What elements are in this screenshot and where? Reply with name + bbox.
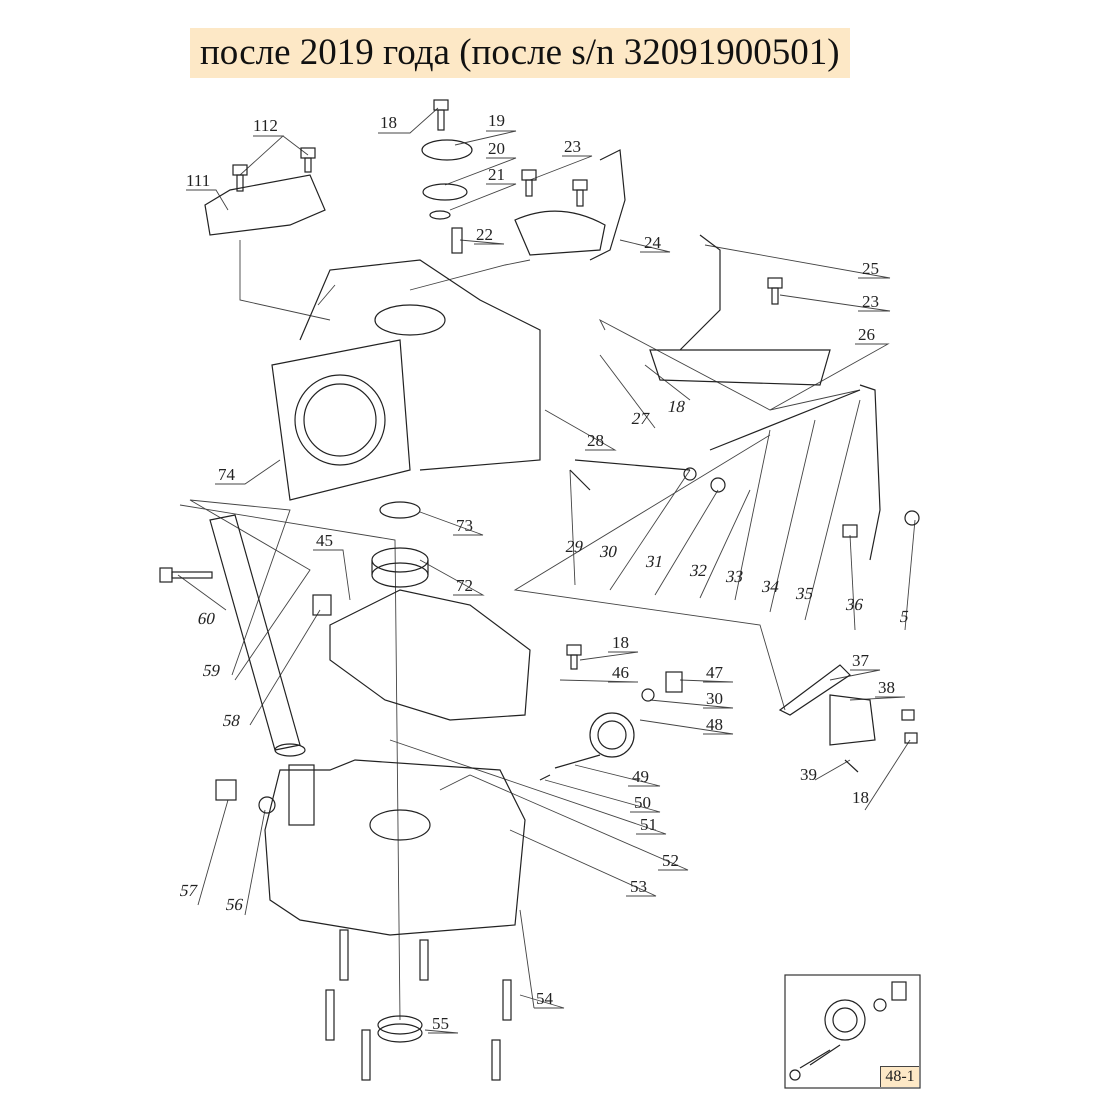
- part-label-53: 53: [630, 877, 647, 896]
- part-label-19: 19: [488, 111, 505, 130]
- part-label-73: 73: [456, 516, 473, 535]
- part-label-49: 49: [632, 767, 649, 786]
- part-label-23: 23: [564, 137, 581, 156]
- part-label-25: 25: [862, 259, 879, 278]
- part-label-28: 28: [587, 431, 604, 450]
- part-label-74: 74: [218, 465, 235, 484]
- part-label-45: 45: [316, 531, 333, 550]
- diagram-title: после 2019 года (после s/n 32091900501): [190, 28, 850, 78]
- part-label-39: 39: [800, 765, 817, 784]
- inset-label-48-1: 48-1: [880, 1066, 919, 1087]
- leader-lines: [177, 107, 916, 1034]
- part-label-37: 37: [852, 651, 869, 670]
- bolt-shapes: [159, 99, 783, 1081]
- inset-box-48-1: [784, 974, 921, 1089]
- part-label-54: 54: [536, 989, 553, 1008]
- part-label-20: 20: [488, 139, 505, 158]
- part-label-47: 47: [706, 663, 723, 682]
- part-label-18: 18: [612, 633, 629, 652]
- part-label-18: 18: [380, 113, 397, 132]
- part-shapes: [159, 99, 920, 1081]
- part-label-46: 46: [612, 663, 629, 682]
- part-label-18: 18: [852, 788, 869, 807]
- part-label-72: 72: [456, 576, 473, 595]
- part-label-26: 26: [858, 325, 875, 344]
- gasket-shape: [329, 589, 531, 721]
- part-label-55: 55: [432, 1014, 449, 1033]
- part-label-52: 52: [662, 851, 679, 870]
- shroud-shape: [204, 174, 326, 236]
- part-label-50: 50: [634, 793, 651, 812]
- part-label-23: 23: [862, 292, 879, 311]
- part-label-112: 112: [253, 116, 278, 135]
- part-label-22: 22: [476, 225, 493, 244]
- part-label-51: 51: [640, 815, 657, 834]
- part-label-30: 30: [706, 689, 723, 708]
- part-label-111: 111: [186, 171, 211, 190]
- part-label-48: 48: [706, 715, 723, 734]
- part-label-21: 21: [488, 165, 505, 184]
- part-label-24: 24: [644, 233, 661, 252]
- cylinder-shape: [271, 339, 411, 501]
- part-label-38: 38: [878, 678, 895, 697]
- crankcase-shape: [264, 759, 526, 936]
